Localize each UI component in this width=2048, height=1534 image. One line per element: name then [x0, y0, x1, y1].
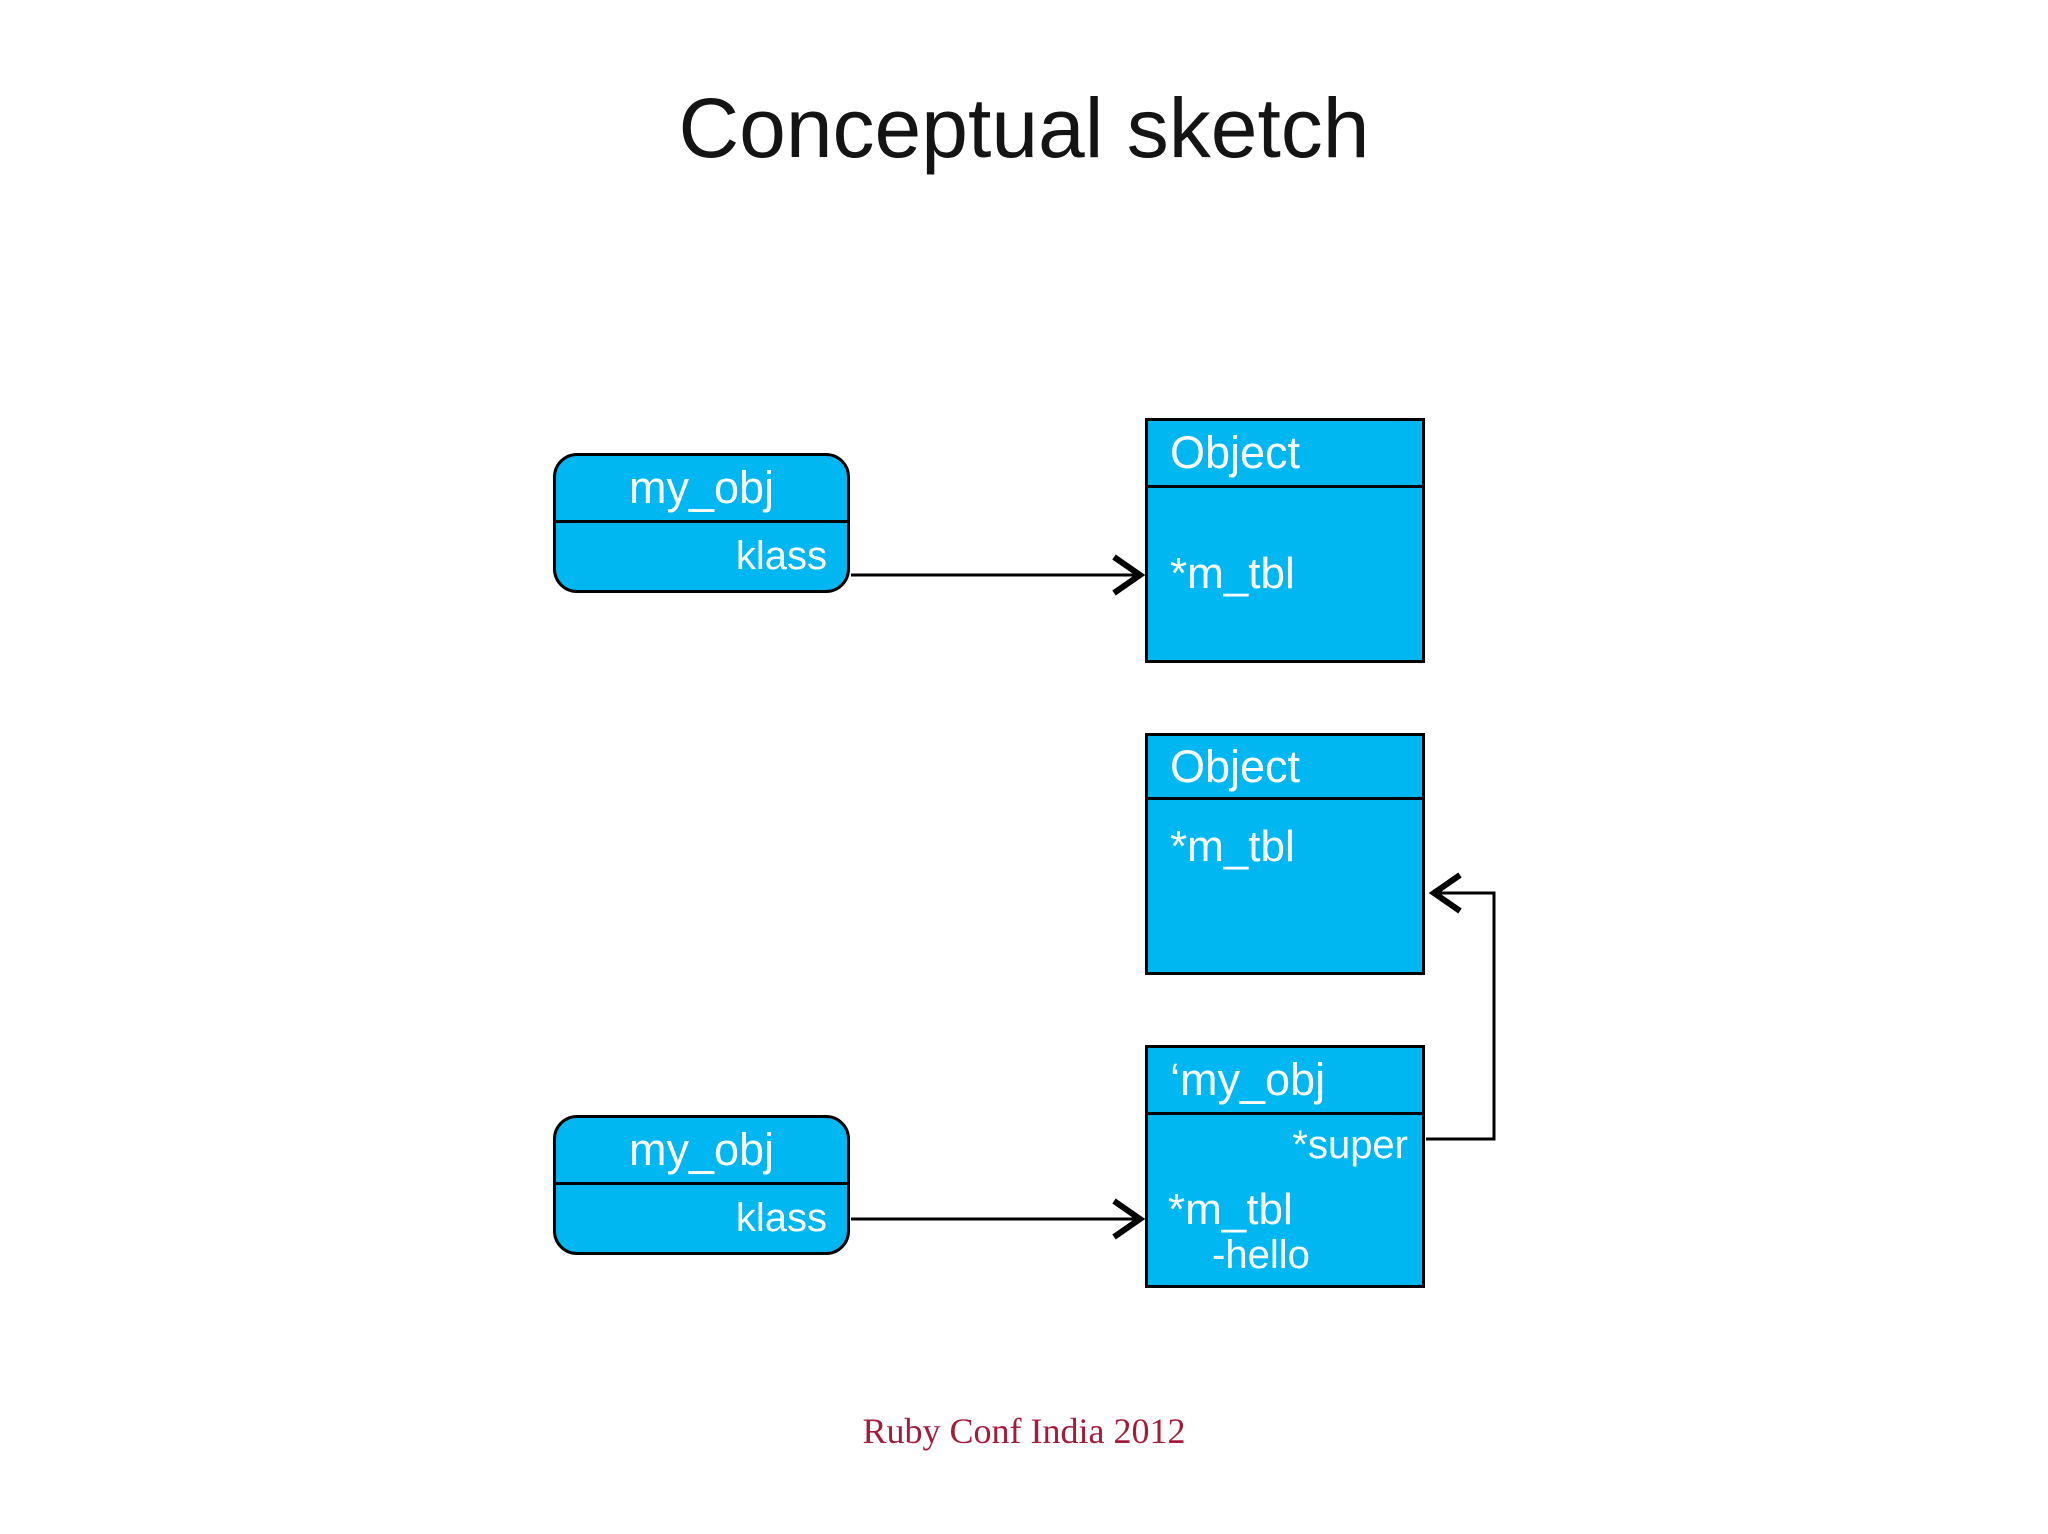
node-my-obj-bottom-title: my_obj — [556, 1118, 847, 1185]
node-object-top: Object *m_tbl — [1145, 418, 1425, 663]
node-my-obj-meta: ‘my_obj *super *m_tbl -hello — [1145, 1045, 1425, 1288]
edge-super-to-object-line — [1426, 891, 1496, 1141]
node-my-obj-meta-field-mtbl: *m_tbl — [1168, 1185, 1293, 1234]
node-object-mid-field-mtbl: *m_tbl — [1170, 822, 1295, 871]
node-my-obj-top-title: my_obj — [556, 456, 847, 523]
node-object-top-field-mtbl: *m_tbl — [1170, 549, 1295, 598]
slide-footer: Ruby Conf India 2012 — [862, 1411, 1186, 1451]
node-my-obj-meta-title: ‘my_obj — [1148, 1048, 1422, 1115]
node-my-obj-top: my_obj klass — [553, 453, 850, 593]
arrow-right-icon — [1112, 1198, 1146, 1240]
arrow-left-icon — [1428, 872, 1462, 914]
node-object-mid-title: Object — [1148, 736, 1422, 800]
slide-title: Conceptual sketch — [678, 81, 1370, 175]
node-object-mid: Object *m_tbl — [1145, 733, 1425, 975]
arrow-right-icon — [1112, 554, 1146, 596]
node-my-obj-meta-field-super: *super — [1292, 1123, 1408, 1167]
node-my-obj-bottom-field-klass: klass — [735, 1196, 827, 1240]
node-my-obj-bottom: my_obj klass — [553, 1115, 850, 1255]
node-object-top-title: Object — [1148, 421, 1422, 488]
node-my-obj-meta-field-hello: -hello — [1212, 1233, 1310, 1277]
node-my-obj-top-field-klass: klass — [735, 534, 827, 578]
